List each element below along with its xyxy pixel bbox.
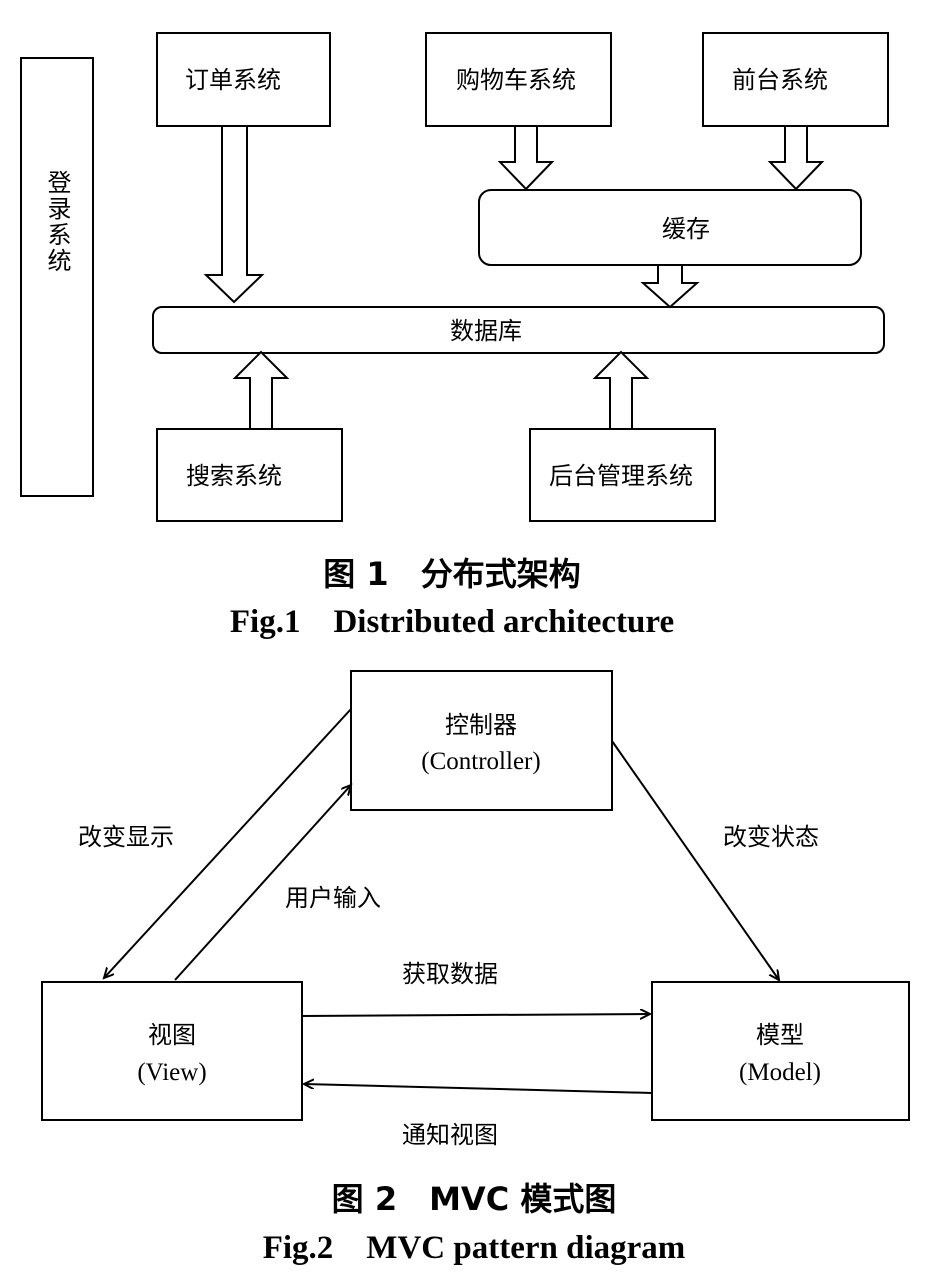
cache-to-database-arrow (640, 264, 700, 309)
view-label-en: (View) (137, 1059, 206, 1086)
front-to-cache-arrow (767, 125, 825, 191)
view-label-cn: 视图 (148, 1021, 196, 1049)
database-label: 数据库 (450, 317, 522, 345)
login-system-node: 登录系统 (20, 57, 94, 497)
get-data-label: 获取数据 (402, 960, 498, 988)
user-input-label: 用户输入 (285, 884, 381, 912)
controller-to-view-arrow (104, 708, 352, 978)
view-to-model-arrow (301, 1014, 650, 1016)
database-node: 数据库 (152, 306, 885, 354)
controller-to-model-arrow (611, 740, 779, 980)
cache-label: 缓存 (662, 215, 710, 243)
view-to-controller-arrow (174, 785, 351, 981)
controller-label-en: (Controller) (421, 748, 540, 775)
front-system-label: 前台系统 (732, 66, 828, 94)
change-state-label: 改变状态 (723, 823, 819, 851)
figure-1-caption-cn: 图 1 分布式架构 (323, 555, 580, 593)
view-node: 视图 (View) (41, 981, 303, 1121)
admin-system-node: 后台管理系统 (529, 428, 716, 522)
cart-system-label: 购物车系统 (456, 66, 576, 94)
notify-view-label: 通知视图 (402, 1121, 498, 1149)
model-to-view-arrow (304, 1084, 653, 1094)
cache-node: 缓存 (478, 189, 862, 266)
change-display-label: 改变显示 (78, 823, 174, 851)
admin-system-label: 后台管理系统 (549, 462, 693, 490)
controller-label-cn: 控制器 (445, 711, 517, 739)
figure-1-distributed-architecture: 登录系统 订单系统 购物车系统 前台系统 缓存 数据库 (20, 32, 889, 640)
figure-2-mvc-pattern: 控制器 (Controller) 视图 (View) 模型 (Model) 改变… (41, 670, 910, 1266)
model-label-cn: 模型 (756, 1021, 804, 1049)
order-system-node: 订单系统 (156, 32, 331, 127)
figure-2-caption-cn: 图 2 MVC 模式图 (332, 1180, 617, 1218)
cart-system-node: 购物车系统 (425, 32, 612, 127)
controller-node: 控制器 (Controller) (350, 670, 613, 811)
order-system-label: 订单系统 (185, 66, 281, 94)
search-to-database-arrow (232, 350, 290, 430)
login-system-label: 登录系统 (43, 170, 71, 274)
search-system-node: 搜索系统 (156, 428, 343, 522)
figure-2-caption-en: Fig.2 MVC pattern diagram (263, 1230, 686, 1266)
model-node: 模型 (Model) (651, 981, 910, 1121)
order-to-database-arrow (203, 125, 265, 304)
figure-1-caption-en: Fig.1 Distributed architecture (230, 604, 674, 640)
search-system-label: 搜索系统 (186, 462, 282, 490)
model-label-en: (Model) (739, 1059, 821, 1086)
front-system-node: 前台系统 (702, 32, 889, 127)
cart-to-cache-arrow (497, 125, 555, 191)
admin-to-database-arrow (592, 350, 650, 430)
